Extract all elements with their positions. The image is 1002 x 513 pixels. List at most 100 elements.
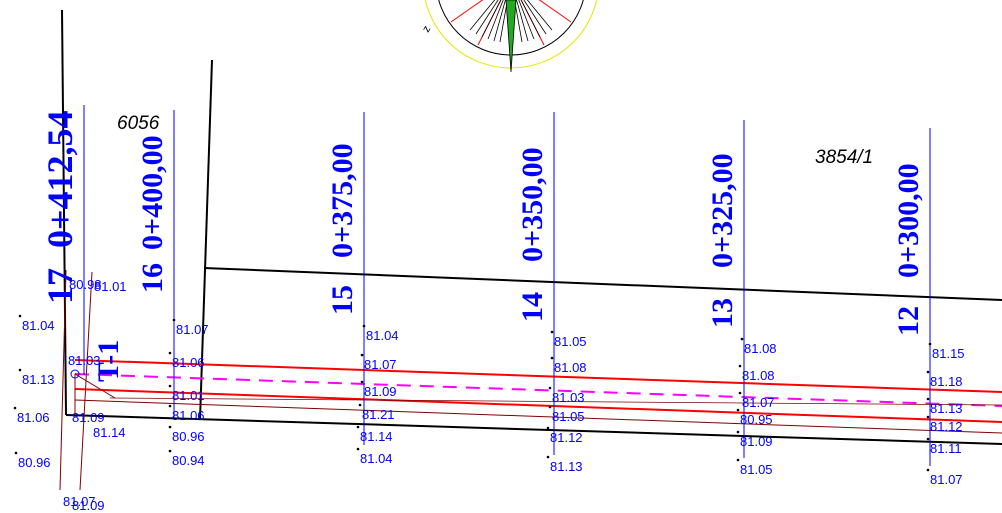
station-number: 17 <box>40 268 80 304</box>
station-chainage: 0+350,00 <box>516 147 549 262</box>
elevation-label: 81.07 <box>364 357 397 372</box>
station-chainage: 0+325,00 <box>706 153 739 268</box>
survey-point <box>546 426 550 430</box>
survey-point <box>168 449 172 453</box>
station-chainage: 0+300,00 <box>892 163 925 278</box>
elevation-label: 81.06 <box>172 355 205 370</box>
elevation-label: 81.14 <box>360 429 393 444</box>
leaders <box>59 269 116 491</box>
compass-icon: z <box>420 0 598 73</box>
elevation-label: 81.07 <box>63 494 96 509</box>
survey-point <box>168 425 172 429</box>
survey-point <box>13 406 17 410</box>
survey-point <box>548 386 552 390</box>
boundary-bottom <box>65 414 1002 445</box>
elevation-label: 81.07 <box>742 395 775 410</box>
survey-point <box>548 405 552 409</box>
elevation-label: 81.08 <box>742 368 775 383</box>
survey-point <box>168 384 172 388</box>
elevation-label: 80.96 <box>172 429 205 444</box>
elevation-label: 81.09 <box>72 410 105 425</box>
road-profile-line <box>74 399 1002 434</box>
structure-marker <box>70 369 80 379</box>
elevation-label: 81.13 <box>930 401 963 416</box>
elevation-label: 81.08 <box>744 341 777 356</box>
survey-point <box>546 455 550 459</box>
elevation-label: 81.09 <box>740 434 773 449</box>
elevation-label: 81.12 <box>550 430 583 445</box>
survey-point <box>356 447 360 451</box>
survey-point <box>168 404 172 408</box>
elevation-label: 81.09 <box>72 498 105 513</box>
stations: 170+412,5481.0481.1381.0680.96160+400,00… <box>13 105 965 487</box>
elevation-label: 81.04 <box>366 328 399 343</box>
station-chainage: 0+375,00 <box>326 143 359 258</box>
elevation-label: 80.95 <box>740 412 773 427</box>
survey-point <box>740 337 744 341</box>
boundary-middle-vertical <box>199 59 213 421</box>
elevation-label: 80.94 <box>172 453 205 468</box>
survey-point <box>736 458 740 462</box>
elevation-label: 81.14 <box>93 425 126 440</box>
survey-point <box>14 451 18 455</box>
survey-point <box>926 468 930 472</box>
road-edge-bottom <box>74 388 1002 423</box>
survey-point <box>736 408 740 412</box>
elevation-label: 80.96 <box>18 455 51 470</box>
elevation-label: 81.06 <box>17 410 50 425</box>
survey-point <box>926 437 930 441</box>
survey-point <box>550 330 554 334</box>
elevation-label: 81.07 <box>930 472 963 487</box>
survey-point <box>736 430 740 434</box>
parcel-boundaries <box>61 9 1002 445</box>
parcel-number-right: 3854/1 <box>815 147 873 168</box>
station-number: 14 <box>516 292 549 322</box>
survey-point <box>360 353 364 357</box>
road-axis <box>74 373 1002 407</box>
elevation-label: 81.07 <box>176 322 209 337</box>
survey-point <box>926 370 930 374</box>
survey-point <box>358 403 362 407</box>
survey-point <box>168 351 172 355</box>
elevation-label: 81.13 <box>22 372 55 387</box>
station-number: 15 <box>326 285 359 315</box>
station-chainage: 0+400,00 <box>136 135 169 250</box>
elevation-label: 81.05 <box>554 334 587 349</box>
elevation-label: 81.01 <box>172 388 205 403</box>
elevation-label: 81.15 <box>932 346 965 361</box>
compass-mark: z <box>420 24 433 35</box>
elevation-label: 81.12 <box>930 419 963 434</box>
station-number: 12 <box>892 306 925 336</box>
survey-point <box>926 415 930 419</box>
elevation-label: 81.08 <box>554 360 587 375</box>
elevation-label: 81.04 <box>360 451 393 466</box>
elevation-label: 81.03 <box>552 390 585 405</box>
survey-point <box>356 425 360 429</box>
station-chainage: 0+412,54 <box>40 110 80 248</box>
boundary-top <box>203 267 1002 301</box>
elevation-label: 80.98 <box>69 277 102 292</box>
elevation-label: 81.03 <box>68 353 101 368</box>
survey-point <box>738 364 742 368</box>
station-12: 12 0+300,00 81.15 81.18 81.13 81.12 81.11 81.07 <box>892 128 965 487</box>
survey-point <box>360 380 364 384</box>
survey-point <box>18 314 22 318</box>
survey-point <box>362 324 366 328</box>
elevation-label: 81.09 <box>364 384 397 399</box>
near-points: 80.98 81.01 81.03 81.09 81.14 81.07 81.0… <box>63 277 127 513</box>
boundary-left-vertical <box>61 9 67 416</box>
survey-point <box>738 391 742 395</box>
elevation-label: 81.11 <box>930 441 962 456</box>
elevation-label: 81.01 <box>94 279 127 294</box>
elevation-label: 81.18 <box>930 374 963 389</box>
elevation-label: 81.04 <box>22 318 55 333</box>
structure-label: T-1 <box>92 340 125 382</box>
survey-point <box>926 397 930 401</box>
elevation-label: 81.05 <box>740 462 773 477</box>
road <box>74 359 1002 434</box>
